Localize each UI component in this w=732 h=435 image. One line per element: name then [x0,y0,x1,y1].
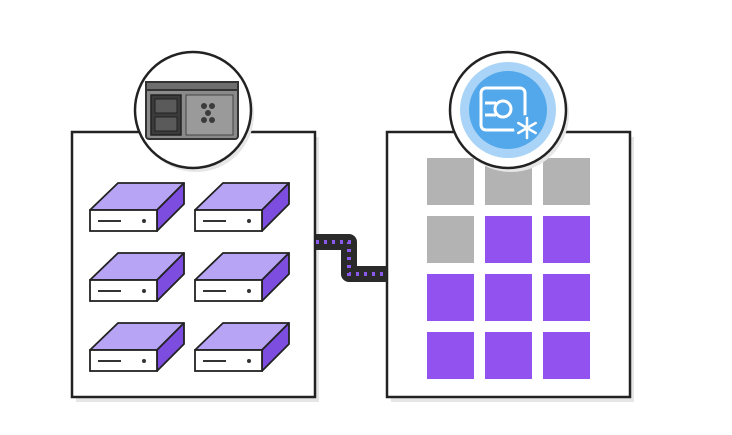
storage-drive-icon [89,322,185,372]
frozen-vault-badge [448,50,569,172]
storage-drive-icon [89,182,185,232]
empty-storage-tile [427,216,474,263]
drive-stack [89,182,290,372]
filled-storage-tile [485,216,532,263]
filled-storage-tile [485,274,532,321]
filled-storage-tile [485,332,532,379]
data-transfer-connector [316,234,387,282]
storage-appliance-badge [133,50,254,172]
left-storage-panel [70,130,319,402]
storage-drive-icon [194,322,290,372]
filled-storage-tile [543,216,590,263]
connector-data-flow [316,240,387,276]
frozen-vault-icon [460,62,556,158]
storage-drive-icon [194,252,290,302]
filled-storage-tile [427,274,474,321]
snowflake-icon [517,116,537,140]
filled-storage-tile [543,332,590,379]
storage-appliance-icon [145,81,239,140]
empty-storage-tile [543,158,590,205]
empty-storage-tile [427,158,474,205]
right-vault-panel [385,130,634,402]
filled-storage-tile [427,332,474,379]
filled-storage-tile [543,274,590,321]
storage-tile-grid [427,158,590,379]
connector-cable [316,234,387,282]
storage-drive-icon [194,182,290,232]
storage-drive-icon [89,252,185,302]
